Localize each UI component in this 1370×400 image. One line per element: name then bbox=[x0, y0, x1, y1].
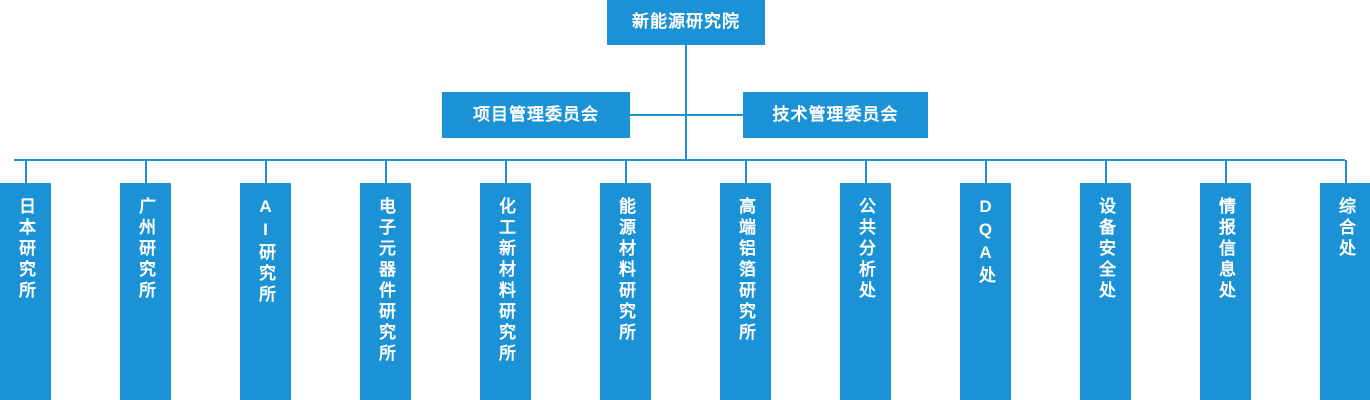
connector-department-stub bbox=[1224, 160, 1227, 183]
org-node-committee-technical-label: 技术管理委员会 bbox=[772, 104, 899, 124]
org-node-department[interactable]: 情报信息处 bbox=[1200, 183, 1251, 400]
org-node-department[interactable]: 综合处 bbox=[1320, 183, 1370, 400]
org-node-department-label: 电子元器件研究所 bbox=[376, 197, 395, 365]
org-node-committee-project-label: 项目管理委员会 bbox=[473, 104, 599, 124]
connector-department-stub bbox=[1344, 160, 1347, 183]
org-node-department-label: 高端铝箔研究所 bbox=[736, 197, 755, 344]
org-node-department[interactable]: 公共分析处 bbox=[840, 183, 891, 400]
org-node-department-label: AI研究所 bbox=[256, 197, 275, 306]
connector-department-bus bbox=[14, 159, 1345, 161]
org-node-department-label: 能源材料研究所 bbox=[616, 197, 635, 344]
org-node-department-label: 化工新材料研究所 bbox=[496, 197, 515, 365]
org-node-department-label: 日本研究所 bbox=[16, 197, 35, 302]
org-node-committee-project[interactable]: 项目管理委员会 bbox=[442, 92, 630, 138]
org-node-department[interactable]: DQA处 bbox=[960, 183, 1011, 400]
connector-committee-tie bbox=[630, 114, 743, 116]
org-node-department[interactable]: 化工新材料研究所 bbox=[480, 183, 531, 400]
connector-department-stub bbox=[384, 160, 387, 183]
connector-department-stub bbox=[984, 160, 987, 183]
org-node-department[interactable]: 能源材料研究所 bbox=[600, 183, 651, 400]
org-node-department[interactable]: 广州研究所 bbox=[120, 183, 171, 400]
org-node-department[interactable]: 电子元器件研究所 bbox=[360, 183, 411, 400]
org-node-department-label: 综合处 bbox=[1336, 197, 1355, 260]
org-node-root-label: 新能源研究院 bbox=[632, 12, 740, 32]
org-node-department[interactable]: 日本研究所 bbox=[0, 183, 51, 400]
org-node-department[interactable]: 高端铝箔研究所 bbox=[720, 183, 771, 400]
connector-department-stub bbox=[504, 160, 507, 183]
org-node-root[interactable]: 新能源研究院 bbox=[607, 0, 765, 45]
org-node-department-label: DQA处 bbox=[976, 197, 995, 287]
org-node-department[interactable]: 设备安全处 bbox=[1080, 183, 1131, 400]
org-node-department-label: 广州研究所 bbox=[136, 197, 155, 302]
connector-department-stub bbox=[624, 160, 627, 183]
connector-department-stub bbox=[864, 160, 867, 183]
connector-department-stub bbox=[1104, 160, 1107, 183]
org-node-department-label: 公共分析处 bbox=[856, 197, 875, 302]
connector-root-spine bbox=[685, 45, 687, 161]
connector-department-stub bbox=[24, 160, 27, 183]
org-node-department[interactable]: AI研究所 bbox=[240, 183, 291, 400]
connector-department-stub bbox=[264, 160, 267, 183]
org-node-department-label: 设备安全处 bbox=[1096, 197, 1115, 302]
org-node-committee-technical[interactable]: 技术管理委员会 bbox=[743, 92, 928, 138]
connector-department-stub bbox=[144, 160, 147, 183]
org-node-department-label: 情报信息处 bbox=[1216, 197, 1235, 302]
connector-department-stub bbox=[744, 160, 747, 183]
